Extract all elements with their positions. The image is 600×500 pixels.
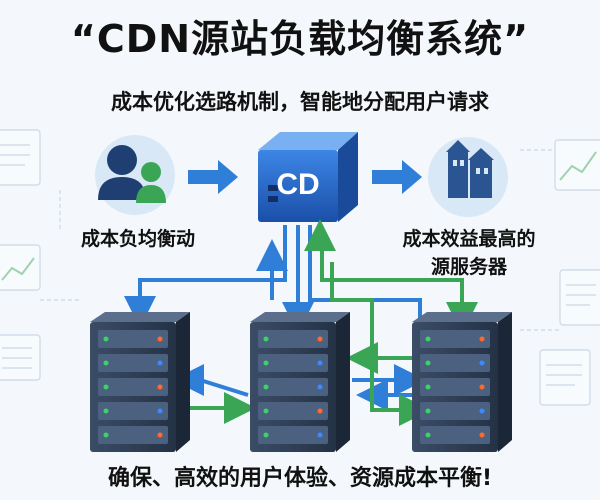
right-label-line1: 成本效益最高的 [402, 228, 536, 250]
user-group-icon [95, 135, 175, 215]
blue-request-arrows [124, 225, 426, 411]
green-response-arrows [188, 219, 478, 426]
page-title: “CDN源站负载均衡系统” [70, 17, 530, 61]
footer-text: 确保、高效的用户体验、资源成本平衡! [107, 466, 493, 491]
server-icon-left [90, 312, 190, 452]
background-decoration-left [0, 129, 80, 381]
arrow-cdn-to-buildings [372, 160, 422, 194]
server-icon-center [250, 312, 350, 452]
page-subtitle: 成本优化选路机制，智能地分配用户请求 [111, 90, 489, 114]
background-decoration-right [520, 139, 600, 406]
server-icon-right [412, 312, 512, 452]
cdn-cube-icon [258, 132, 358, 222]
cdn-box-label: CD [276, 168, 320, 201]
buildings-icon [428, 137, 508, 217]
left-label: 成本负均衡动 [80, 228, 195, 250]
right-label-line2: 源服务器 [430, 256, 507, 278]
arrow-user-to-cdn [188, 160, 238, 194]
